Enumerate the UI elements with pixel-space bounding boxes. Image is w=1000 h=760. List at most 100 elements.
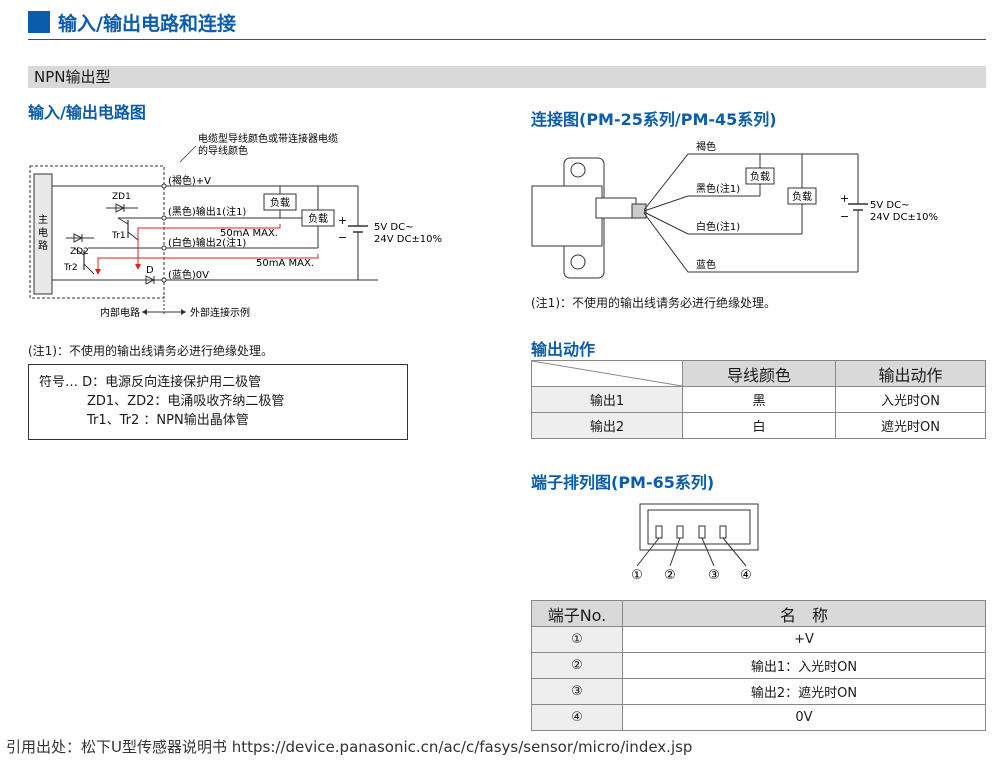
tr1-collector bbox=[117, 217, 129, 225]
current-path-2 bbox=[97, 254, 319, 273]
table-row: ② 输出1：入光时ON bbox=[531, 652, 986, 679]
zd1-label: ZD1 bbox=[112, 192, 131, 202]
pin-label-1: ① bbox=[631, 568, 643, 583]
table-row: ③ 输出2：遮光时ON bbox=[531, 678, 986, 705]
circuit-diagram: 电缆型导线颜色或带连接器电缆 的导线颜色 主 电 路 (褐色)+V (黑色)输出… bbox=[29, 132, 442, 319]
boundary-arrow-left bbox=[142, 309, 147, 315]
pin-label-4: ④ bbox=[740, 568, 752, 583]
current-arrow-2 bbox=[95, 269, 101, 275]
internal-circuit-box bbox=[29, 165, 165, 299]
terminal-diagram: ① ② ③ ④ bbox=[631, 503, 759, 583]
boundary-arrow-right bbox=[181, 309, 186, 315]
label-black: (黑色)输出1(注1) bbox=[168, 205, 246, 218]
load2-label: 负载 bbox=[308, 212, 328, 225]
terminal-row-3-no: ③ bbox=[531, 678, 623, 705]
table-row: ④ 0V bbox=[531, 704, 986, 731]
terminal-blue bbox=[161, 277, 167, 283]
conn-wire-black bbox=[643, 195, 760, 212]
zd2-label: ZD2 bbox=[70, 247, 89, 257]
conn-power-label-2: 24V DC±10% bbox=[870, 212, 938, 223]
tr2-emitter bbox=[83, 263, 95, 275]
symbol-legend: 符号… D：电源反向连接保护用二极管 ZD1、ZD2：电涌吸收齐纳二极管 Tr1… bbox=[28, 364, 408, 440]
terminal-white bbox=[161, 245, 167, 251]
title-divider bbox=[28, 39, 986, 40]
conn-wire-blue bbox=[643, 212, 858, 273]
current-label-2: 50mA MAX. bbox=[256, 258, 314, 269]
conn-label-black: 黑色(注1) bbox=[696, 182, 740, 195]
note-leader bbox=[179, 145, 197, 163]
table-row: ① +V bbox=[531, 626, 986, 653]
circuit-heading: 输入/输出电路图 bbox=[28, 103, 146, 122]
power-minus: − bbox=[338, 231, 347, 244]
terminal-row-3-name: 输出2：遮光时ON bbox=[622, 678, 986, 705]
zd2-symbol bbox=[73, 233, 84, 243]
cable-note-line1: 电缆型导线颜色或带连接器电缆 bbox=[198, 132, 338, 145]
circuit-footnote: (注1)：不使用的输出线请务必进行绝缘处理。 bbox=[28, 344, 273, 358]
cable-note-line2: 的导线颜色 bbox=[198, 144, 248, 157]
pin-1-leader bbox=[636, 537, 660, 567]
zd1-symbol bbox=[115, 203, 126, 213]
section-title: NPN输出型 bbox=[28, 66, 986, 88]
connection-diagram: 褐色 黑色(注1) 白色(注1) 蓝色 负载 负载 + − 5V DC~ 24V… bbox=[531, 140, 938, 279]
power-plus: + bbox=[338, 214, 347, 227]
col-terminal-name: 名 称 bbox=[622, 600, 986, 627]
current-path-1 bbox=[137, 224, 281, 268]
legend-line-1: 符号… D：电源反向连接保护用二极管 bbox=[39, 375, 262, 390]
conn-label-brown: 褐色 bbox=[696, 140, 716, 153]
conn-label-white: 白色(注1) bbox=[696, 220, 740, 233]
output-action-header-row: 导线颜色 输出动作 bbox=[531, 360, 986, 387]
sensor-body-mid bbox=[531, 185, 603, 247]
corner-diagonal bbox=[532, 361, 682, 386]
sensor-hole-bottom bbox=[570, 254, 586, 270]
diode-d-label: D bbox=[146, 265, 154, 276]
main-circuit-char-2: 电 bbox=[38, 226, 48, 239]
diode-d-symbol bbox=[145, 275, 156, 285]
terminal-black bbox=[161, 215, 167, 221]
label-blue: (蓝色)0V bbox=[168, 268, 209, 281]
page-title-text: 输入/输出电路和连接 bbox=[58, 12, 236, 35]
table-row: 输出2 白 遮光时ON bbox=[531, 412, 986, 439]
terminal-table: 端子No. 名 称 ① +V ② 输出1：入光时ON ③ 输出2：遮光时ON ④… bbox=[531, 600, 986, 731]
main-circuit-char-1: 主 bbox=[38, 214, 48, 226]
legend-line-3: Tr1、Tr2 ：NPN输出晶体管 bbox=[87, 413, 249, 428]
pin-3-leader bbox=[701, 537, 715, 567]
external-label: 外部连接示例 bbox=[190, 306, 250, 319]
cable-sheath bbox=[631, 203, 647, 219]
conn-wire-brown bbox=[643, 153, 858, 211]
terminal-row-1-no: ① bbox=[531, 626, 623, 653]
table-row: 输出1 黑 入光时ON bbox=[531, 386, 986, 413]
row-output2-action: 遮光时ON bbox=[835, 412, 986, 439]
tr1-emitter bbox=[127, 231, 139, 241]
legend-line-2: ZD1、ZD2：电涌吸收齐纳二极管 bbox=[87, 394, 285, 409]
pin-4 bbox=[719, 525, 727, 539]
conn-load2-label: 负载 bbox=[792, 190, 812, 203]
row-output2-name: 输出2 bbox=[531, 412, 683, 439]
row-output2-color: 白 bbox=[682, 412, 836, 439]
row-output1-color: 黑 bbox=[682, 386, 836, 413]
conn-power-label-1: 5V DC~ bbox=[870, 200, 909, 211]
current-label-1: 50mA MAX. bbox=[220, 228, 278, 239]
col-wire-color: 导线颜色 bbox=[682, 360, 836, 387]
source-citation: 引用出处：松下U型传感器说明书 https://device.panasonic… bbox=[6, 738, 693, 756]
conn-plus: + bbox=[840, 192, 849, 205]
terminal-row-2-name: 输出1：入光时ON bbox=[622, 652, 986, 679]
internal-label: 内部电路 bbox=[100, 306, 140, 319]
output-action-table: 导线颜色 输出动作 输出1 黑 入光时ON 输出2 白 遮光时ON bbox=[531, 360, 986, 439]
pin-label-3: ③ bbox=[708, 568, 720, 583]
pin-2 bbox=[676, 525, 684, 539]
conn-wire-white bbox=[643, 211, 802, 235]
power-label-2: 24V DC±10% bbox=[374, 234, 442, 245]
terminal-header-row: 端子No. 名 称 bbox=[531, 600, 986, 627]
tr1-label: Tr1 bbox=[111, 231, 126, 241]
col-terminal-no: 端子No. bbox=[531, 600, 623, 627]
current-arrow-1 bbox=[135, 264, 141, 270]
conn-minus: − bbox=[840, 210, 849, 223]
col-output-action: 输出动作 bbox=[835, 360, 986, 387]
conn-label-blue: 蓝色 bbox=[696, 258, 716, 271]
row-output1-action: 入光时ON bbox=[835, 386, 986, 413]
pin-2-leader bbox=[669, 537, 681, 567]
pin-4-leader bbox=[722, 537, 747, 567]
tr2-label: Tr2 bbox=[63, 263, 78, 273]
connection-heading: 连接图(PM-25系列/PM-45系列) bbox=[531, 110, 777, 129]
pin-label-2: ② bbox=[664, 568, 676, 583]
